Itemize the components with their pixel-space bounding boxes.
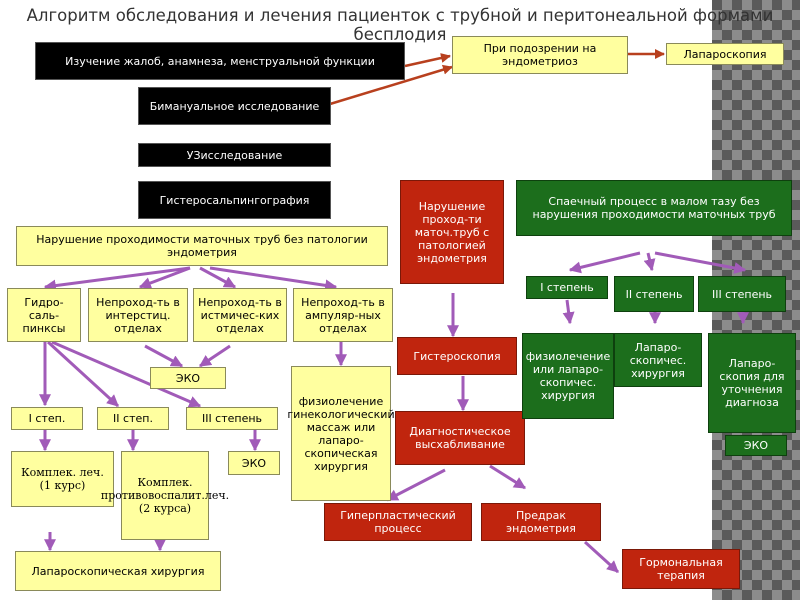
node-adh-treat-3: Лапаро-скопия для уточнения диагноза [708,333,796,433]
node-physio-ampullar: физиолечение гинекологический массаж или… [287,366,395,501]
node-obstruction-no-pathology: Нарушение проходимости маточных труб без… [16,226,388,266]
node-obstr-interstitial: Непроход-ть в интерстиц. отделах [88,288,188,342]
node-hormonal: Гормональная терапия [622,549,740,589]
node-complaints: Изучение жалоб, анамнеза, менструальной … [35,42,405,80]
node-eko-mid: ЭКО [228,451,280,475]
arrow-deg1-treat1 [562,299,575,325]
node-laparoscopy-top: Лапароскопия [666,43,784,65]
node-obstr-isthmic: Непроход-ть в истмичес-ких отделах [193,288,287,342]
node-deg-1: I степ. [11,407,83,430]
arrow-complaints-endometriosis [404,53,451,68]
node-adh-deg-2: II степень [614,276,694,312]
arrow-adh-deg3 [654,251,747,274]
node-adh-treat-2: Лапаро-скопичес. хирургия [614,333,702,387]
arrow-interstitial-eko [144,344,184,368]
node-hysteroscopy: Гистероскопия [397,337,517,375]
node-hydrosalpinx: Гидро-саль-пинксы [7,288,81,342]
page-title: Алгоритм обследования и лечения пациенто… [26,6,774,44]
node-complex-1: Комплек. леч. (1 курс) [11,451,114,507]
node-deg-3: III степень [186,407,278,430]
node-complex-2: Комплек. противовоспалит.леч. (2 курса) [101,451,229,540]
arrow-adh-deg2 [643,252,656,272]
node-eko-left: ЭКО [150,367,226,389]
arrow-precancer-hormonal [583,540,620,574]
node-endometriosis-suspect: При подозрении на эндометриоз [452,36,628,74]
arrow-hydro-deg3 [51,340,202,408]
node-hyperplastic: Гиперпластический процесс [324,503,472,541]
node-adh-treat-1: физиолечение или лапаро-скопичес. хирург… [522,333,614,419]
node-bimanual: Бимануальное исследование [138,87,331,125]
arrow-bimanual-endometriosis [329,64,453,106]
node-deg-2: II степ. [97,407,169,430]
node-diagnostic-curettage: Диагностическое высхабливание [395,411,525,465]
arrow-hydro-deg2 [46,340,120,408]
node-adhesions: Спаечный процесс в малом тазу без наруше… [516,180,792,236]
node-obstr-ampullar: Непроход-ть в ампуляр-ных отделах [293,288,393,342]
arrow-adh-deg1 [568,251,641,274]
node-hsg: Гистеросальпингография [138,181,331,219]
node-eko-right: ЭКО [725,435,787,456]
arrow-curettage-hyperplastic [385,468,446,502]
node-obstr-endo-pathology: Нарушение проход-ти маточ.труб с патолог… [400,180,504,284]
node-adh-deg-1: I степень [526,276,608,299]
node-precancer: Предрак эндометрия [481,503,601,541]
arrow-to-hydrosalpinx [43,266,191,292]
node-adh-deg-3: III степень [698,276,786,312]
arrow-isthmic-eko [199,344,231,368]
node-us: УЗисследование [138,143,331,167]
arrow-to-interstitial [138,266,191,289]
arrow-curettage-precancer [489,464,527,490]
arrow-to-isthmic [199,266,237,289]
arrow-to-ampullar [209,266,338,292]
node-lap-surgery: Лапароскопическая хирургия [15,551,221,591]
